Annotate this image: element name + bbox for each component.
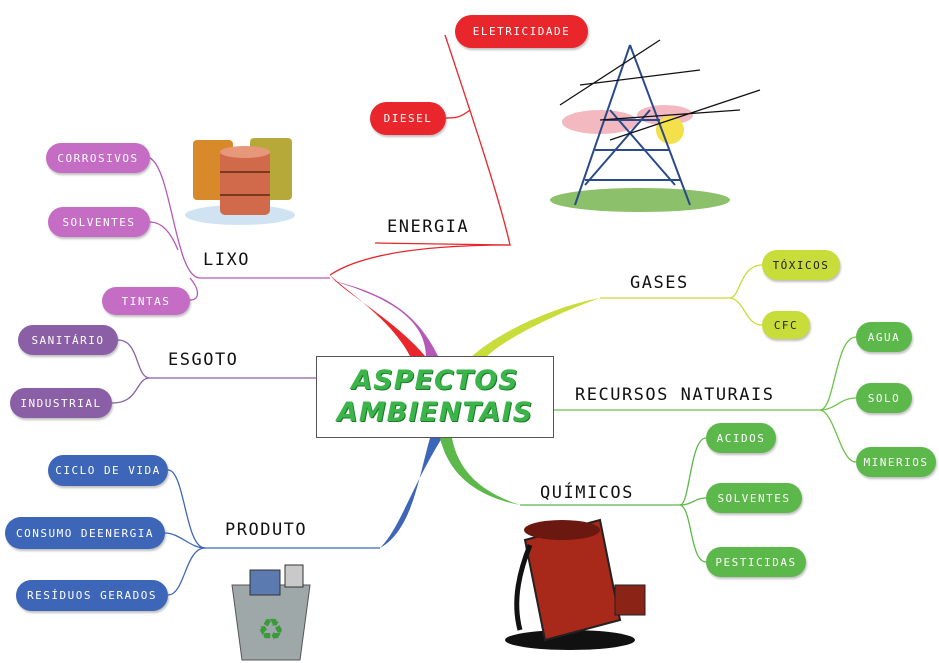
central-topic-line1: ASPECTOS xyxy=(351,365,519,396)
branch-quimicos-ribbon xyxy=(440,438,520,505)
branch-gases-ribbon xyxy=(470,298,600,358)
node-agua[interactable]: AGUA xyxy=(856,322,912,352)
produto-consumo-line xyxy=(164,532,206,549)
branch-label-produto: PRODUTO xyxy=(225,520,308,540)
node-cfc[interactable]: CFC xyxy=(762,311,810,339)
recursos-solo-line xyxy=(819,397,857,411)
node-toxicos[interactable]: TÓXICOS xyxy=(762,250,840,280)
branch-label-esgoto: ESGOTO xyxy=(168,350,239,370)
node-residuos-gerados[interactable]: RESÍDUOS GERADOS xyxy=(16,580,168,611)
node-tintas[interactable]: TINTAS xyxy=(102,287,190,315)
quimicos-solventes-line xyxy=(679,497,707,506)
branch-label-gases: GASES xyxy=(630,273,689,293)
branch-label-energia: ENERGIA xyxy=(387,217,470,237)
node-solo[interactable]: SOLO xyxy=(856,383,912,413)
lixo-tintas-line xyxy=(189,277,199,301)
diesel-line xyxy=(445,109,471,119)
branch-produto-ribbon xyxy=(380,438,442,548)
produto-residuos-line xyxy=(167,547,206,596)
recursos-minerios-line xyxy=(819,409,857,463)
energia-underline xyxy=(374,242,511,246)
quimicos-pesticidas-line xyxy=(679,504,707,563)
branch-label-recursos-naturais: RECURSOS NATURAIS xyxy=(575,385,775,405)
branch-label-lixo: LIXO xyxy=(203,250,250,270)
energia-line xyxy=(329,34,511,276)
central-topic-line2: AMBIENTAIS xyxy=(336,397,534,428)
esgoto-industrial-line xyxy=(111,377,151,404)
node-ciclo-de-vida[interactable]: CICLO DE VIDA xyxy=(48,455,168,486)
node-solventes-quimicos[interactable]: SOLVENTES xyxy=(706,483,802,513)
recycle-bin-icon: ♻ xyxy=(231,564,311,661)
node-solventes-lixo[interactable]: SOLVENTES xyxy=(48,207,150,237)
node-minerios[interactable]: MINERIOS xyxy=(856,447,936,477)
barrels-icon xyxy=(185,138,295,225)
node-acidos[interactable]: ACIDOS xyxy=(706,423,776,453)
node-industrial[interactable]: INDUSTRIAL xyxy=(10,388,112,418)
lixo-line xyxy=(149,157,330,279)
node-pesticidas[interactable]: PESTICIDAS xyxy=(706,547,806,577)
lixo-solventes-line xyxy=(149,221,179,251)
branch-label-quimicos: QUÍMICOS xyxy=(540,483,634,503)
toxic-barrel-icon xyxy=(505,518,646,650)
node-eletricidade[interactable]: ELETRICIDADE xyxy=(455,15,588,48)
node-consumo-de-energia[interactable]: CONSUMO DEENERGIA xyxy=(5,517,165,549)
gases-cfc-line xyxy=(729,297,763,326)
power-tower-icon xyxy=(550,39,761,212)
central-topic[interactable]: ASPECTOS AMBIENTAIS xyxy=(316,356,554,438)
node-sanitario[interactable]: SANITÁRIO xyxy=(18,325,118,355)
svg-text:♻: ♻ xyxy=(258,613,285,648)
node-diesel[interactable]: DIESEL xyxy=(370,102,446,135)
branch-lixo-ribbon xyxy=(330,280,438,356)
branch-energia-ribbon xyxy=(330,275,425,356)
node-corrosivos[interactable]: CORROSIVOS xyxy=(46,143,150,173)
